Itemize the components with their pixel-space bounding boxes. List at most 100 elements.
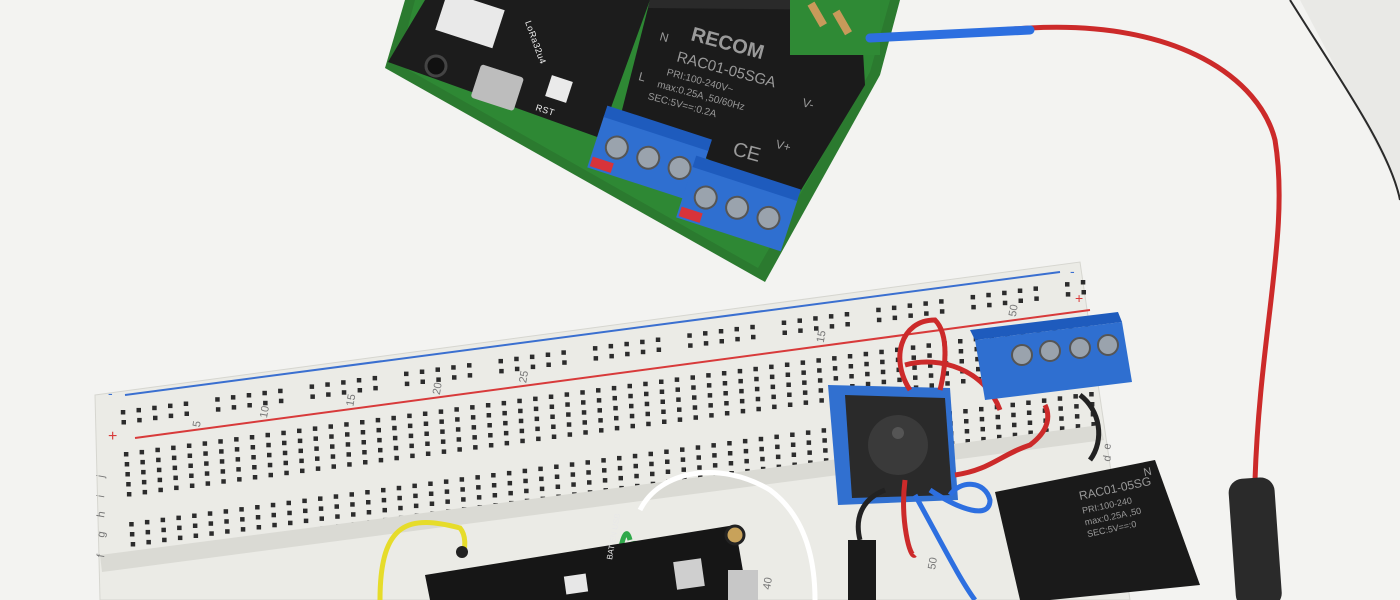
breadboard-hole	[460, 487, 465, 492]
breadboard-hole	[272, 522, 277, 528]
breadboard-hole	[168, 403, 173, 409]
breadboard-hole	[381, 497, 387, 503]
breadboard-screw-terminal[interactable]	[970, 312, 1132, 400]
breadboard-hole	[476, 485, 481, 490]
breadboard-hole	[452, 375, 457, 380]
breadboard-hole	[987, 302, 992, 308]
breadboard-hole	[533, 396, 538, 402]
breadboard-hole	[581, 410, 587, 415]
breadboard-hole	[614, 415, 619, 421]
red-wire-relay-2	[954, 403, 1051, 478]
breadboard-hole	[247, 403, 252, 408]
breadboard-hole	[187, 453, 193, 458]
breadboard-hole	[310, 394, 315, 399]
breadboard-hole	[330, 454, 336, 459]
breadboard-hole	[341, 390, 347, 395]
breadboard-hole	[267, 462, 273, 468]
breadboard-hole	[630, 423, 635, 429]
breadboard-hole	[204, 461, 209, 466]
breadboard-hole	[697, 465, 702, 470]
breadboard-hole	[585, 460, 590, 465]
breadboard-hole	[137, 417, 142, 423]
breadboard-hole	[378, 457, 384, 463]
column-number: 25	[517, 370, 531, 384]
breadboard-hole	[220, 469, 226, 474]
breadboard-hole	[1027, 420, 1033, 425]
breadboard-hole	[407, 413, 412, 419]
breadboard-hole	[488, 433, 493, 438]
breadboard-hole	[266, 442, 271, 448]
breadboard-hole	[650, 471, 655, 477]
breadboard-hole	[425, 441, 430, 446]
feather-switch[interactable]	[563, 573, 589, 595]
breadboard-hole	[808, 460, 813, 465]
breadboard-hole	[121, 420, 126, 425]
breadboard-hole	[485, 403, 491, 408]
breadboard-hole	[787, 402, 793, 407]
breadboard-hole	[570, 472, 576, 477]
screw-terminal-1[interactable]	[587, 105, 712, 202]
breadboard-hole	[625, 351, 630, 357]
breadboard-hole	[501, 400, 507, 406]
breadboard-hole	[246, 393, 252, 398]
breadboard-hole	[997, 434, 1002, 440]
breadboard-hole	[1041, 398, 1047, 403]
breadboard-hole	[443, 479, 449, 484]
breadboard-hole	[535, 426, 540, 432]
breadboard-hole	[381, 487, 386, 493]
breadboard-hole	[255, 505, 260, 510]
breadboard-hole	[659, 389, 665, 394]
breadboard-hole	[486, 413, 492, 418]
breadboard-hole	[538, 466, 543, 472]
breadboard-hole	[215, 397, 220, 402]
breadboard-hole	[832, 366, 838, 371]
breadboard-hole	[805, 430, 811, 435]
reset-button[interactable]	[545, 75, 573, 103]
breadboard-hole	[204, 471, 210, 476]
breadboard-hole	[798, 328, 803, 333]
breadboard-hole	[396, 485, 402, 491]
breadboard-hole	[152, 405, 157, 411]
battery-connector	[435, 0, 505, 49]
column-number: 20	[431, 381, 445, 395]
column-number-bottom: 40	[761, 576, 775, 590]
breadboard-hole	[282, 450, 288, 456]
breadboard-hole	[781, 320, 787, 325]
breadboard-hole	[218, 439, 223, 444]
breadboard-hole	[569, 462, 575, 467]
breadboard-hole	[891, 305, 897, 311]
breadboard-hole	[372, 375, 378, 381]
breadboard-hole	[1089, 392, 1094, 397]
breadboard-hole	[665, 459, 670, 464]
breadboard-hole	[979, 406, 984, 412]
breadboard-hole	[145, 529, 151, 535]
breadboard-hole	[349, 492, 354, 497]
breadboard-hole	[491, 473, 496, 478]
breadboard-hole	[929, 383, 934, 388]
feather-reset-button[interactable]	[673, 558, 705, 590]
breadboard-hole	[722, 381, 728, 386]
breadboard-hole	[634, 473, 639, 479]
breadboard-hole	[602, 468, 607, 473]
breadboard-hole	[782, 330, 787, 335]
breadboard-hole	[939, 309, 945, 314]
breadboard-hole	[743, 448, 749, 454]
screw-terminal-2[interactable]	[676, 155, 801, 252]
breadboard-hole	[249, 435, 255, 440]
breadboard-hole	[1033, 286, 1038, 291]
breadboard-hole	[608, 343, 614, 349]
breadboard-hole	[315, 466, 321, 471]
row-letter: e	[1101, 442, 1114, 450]
breadboard-hole	[333, 494, 339, 499]
breadboard-hole	[231, 405, 237, 410]
breadboard-hole	[848, 364, 854, 369]
breadboard-hole	[580, 390, 585, 395]
row-letter: d	[1101, 454, 1114, 462]
breadboard-hole	[146, 539, 151, 545]
relay-pin-l: L	[637, 69, 647, 84]
breadboard-hole	[487, 423, 492, 428]
breadboard-hole	[234, 437, 239, 442]
breadboard-hole	[347, 462, 352, 467]
breadboard-hole	[1059, 416, 1064, 421]
breadboard-hole	[545, 352, 551, 357]
